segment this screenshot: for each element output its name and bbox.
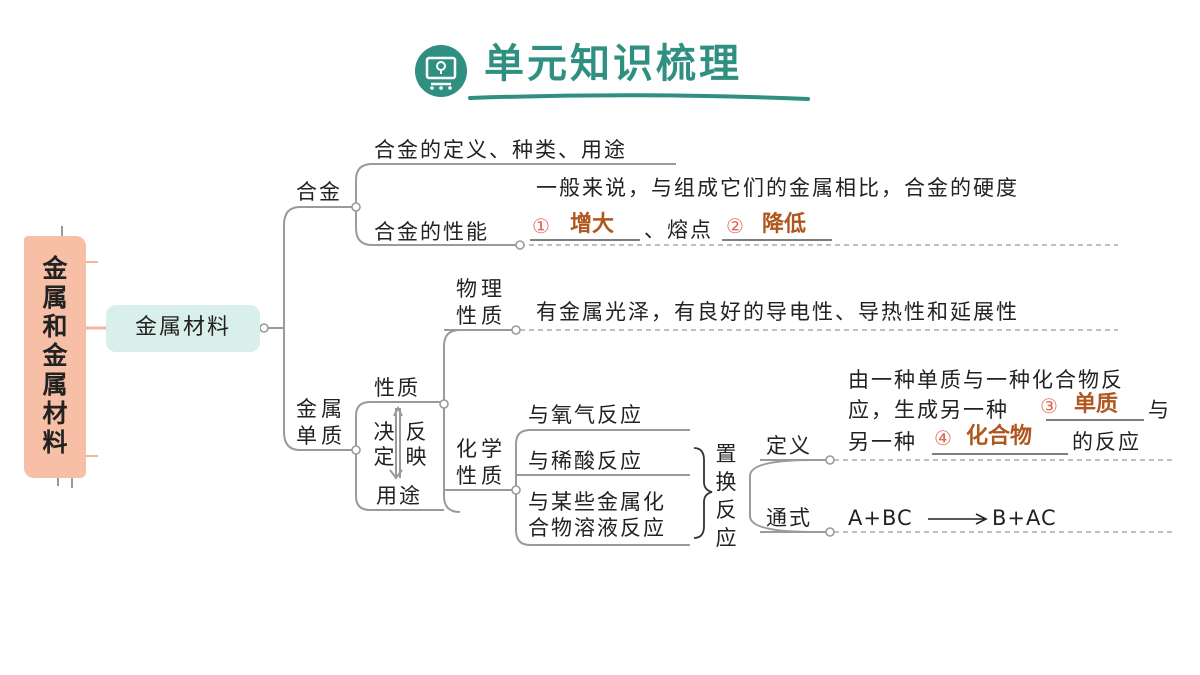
metal-materials-node [106,305,260,352]
physical-property-label: 物理性质 [456,277,506,328]
alloy-property-desc: 一般来说，与组成它们的金属相比，合金的硬度 [536,176,1019,200]
alloy-separator: 、熔点 [644,218,713,242]
properties-label: 性质 [374,376,420,400]
chemical-item-salt-line2: 合物溶液反应 [528,516,666,540]
blank4-answer: 化合物 [966,424,1033,449]
metal-materials-label: 金属材料 [134,315,231,340]
blank3-number: ③ [1040,394,1058,418]
definition-line1: 由一种单质与一种化合物反 [848,368,1124,392]
chemical-item-salt-line1: 与某些金属化 [528,490,666,514]
page-title: 单元知识梳理 [484,41,742,87]
blank4-number: ④ [934,426,952,450]
alloy-property-label: 合金的性能 [374,220,489,244]
formula-right: B+AC [992,506,1057,530]
pure-metal-label: 金属单质 [296,397,346,448]
uses-label: 用途 [376,484,422,508]
definition-label: 定义 [766,434,812,458]
title-icon [414,44,468,98]
reflect-label: 反映 [405,420,427,469]
determine-label: 决定 [373,420,395,469]
presentation-board-icon [415,45,467,97]
alloy-definition: 合金的定义、种类、用途 [374,138,627,162]
blank3-answer: 单质 [1074,392,1119,417]
displacement-label: 置换反应 [715,442,737,550]
alloy-label: 合金 [296,180,342,204]
physical-property-desc: 有金属光泽，有良好的导电性、导热性和延展性 [536,300,1019,324]
chemical-property-label: 化学性质 [456,437,506,488]
definition-line2-post: 与 [1148,398,1171,422]
definition-line3-post: 的反应 [1072,430,1141,454]
blank2-answer: 降低 [762,212,807,237]
blank1-number: ① [532,214,550,238]
definition-line2-pre: 应，生成另一种 [848,398,1009,422]
blank1-answer: 增大 [570,212,615,237]
chemical-item-oxygen: 与氧气反应 [528,403,643,427]
root-node [24,236,86,478]
blank2-number: ② [726,214,744,238]
formula-left: A+BC [848,506,913,530]
root-node-label: 金属和金属材料 [42,254,68,457]
chemical-item-acid: 与稀酸反应 [528,449,643,473]
formula-label: 通式 [766,506,812,530]
definition-line3-pre: 另一种 [848,430,917,454]
